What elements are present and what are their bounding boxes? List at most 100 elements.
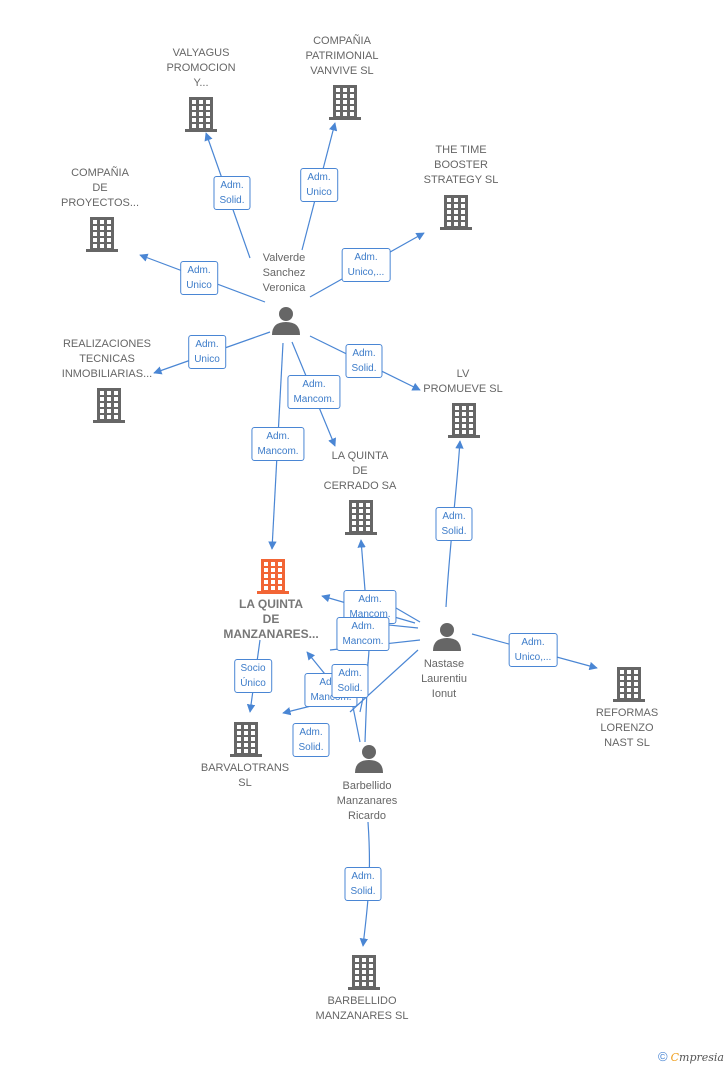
person-label-valverde-line: Valverde (262, 252, 306, 264)
edge-line-extra-4 (351, 701, 361, 743)
company-label-realizaciones-line: INMOBILIARIAS... (61, 368, 153, 380)
edge-role-label-e3-line: Unico,... (347, 267, 385, 278)
company-label-timebooster-line: BOOSTER (434, 159, 488, 171)
edge-role-label-e6-line: Adm. (352, 348, 376, 359)
edge-role-label-e17-line: Solid. (350, 886, 376, 897)
edge-role-label-e3: Adm. Unico,... (341, 248, 391, 282)
person-icon-nastase[interactable] (433, 623, 461, 651)
edge-role-label-e15: Adm.Solid. (331, 664, 369, 698)
company-building-icon-realizaciones[interactable] (93, 388, 125, 423)
company-label-lvpromueve[interactable]: LV PROMUEVE SL (423, 367, 502, 397)
edge-role-label-e2-line: Adm. (307, 172, 331, 183)
company-label-proyectos-line: COMPAÑIA (71, 167, 129, 179)
company-label-barbellidosl-line: BARBELLIDO (327, 995, 397, 1007)
edge-line-extra-3 (395, 607, 421, 623)
edge-role-label-e17: Adm.Solid. (344, 867, 382, 901)
edge-role-label-e12: Adm.Unico,... (508, 633, 558, 667)
company-label-realizaciones[interactable]: REALIZACIONES TECNICAS INMOBILIARIAS... (62, 337, 152, 382)
company-building-icon-cerrado[interactable] (345, 500, 377, 535)
company-label-cerrado-line: CERRADO SA (323, 480, 397, 492)
edge-role-label-e12-line: Adm. (521, 637, 545, 648)
edge-role-label-e5-line: Adm. (195, 339, 219, 350)
company-label-reformas-line: REFORMAS (595, 707, 659, 719)
company-building-icon-lvpromueve[interactable] (448, 403, 480, 438)
company-label-patrimonial-line: VANVIVE SL (310, 65, 374, 77)
company-label-barvalotrans[interactable]: BARVALOTRANS SL (201, 761, 289, 791)
person-label-nastase-line: Nastase (423, 658, 465, 670)
company-label-barvalotrans-line: BARVALOTRANS (200, 762, 290, 774)
company-label-valyagus[interactable]: VALYAGUS PROMOCION Y... (166, 46, 235, 91)
edge-role-label-e16: Adm.Solid. (292, 723, 330, 757)
company-label-timebooster-line: STRATEGY SL (423, 174, 499, 186)
person-label-valverde-line: Veronica (262, 282, 306, 294)
edge-role-label-e11: Adm.Mancom. (336, 617, 390, 651)
company-label-lvpromueve-line: LV (456, 368, 470, 380)
company-label-manzanares-line: DE (262, 612, 280, 626)
company-label-manzanares-line: LA QUINTA (239, 597, 303, 611)
company-label-proyectos[interactable]: COMPAÑIA DE PROYECTOS... (61, 166, 139, 211)
edge-role-label-e10-line: Mancom. (349, 609, 391, 620)
company-label-lvpromueve-line: PROMUEVE SL (423, 383, 503, 395)
company-building-icon-patrimonial[interactable] (329, 85, 361, 120)
company-label-barbellidosl-line: MANZANARES SL (315, 1010, 409, 1022)
edge-role-label-e15-line: Adm. (338, 668, 362, 679)
company-building-icon-manzanares[interactable] (257, 559, 289, 594)
edge-line-extra-0 (349, 649, 419, 713)
company-label-barvalotrans-line: SL (238, 777, 252, 789)
company-building-icon-timebooster[interactable] (440, 195, 472, 230)
company-label-proyectos-line: PROYECTOS... (60, 197, 140, 209)
edge-role-label-e1: Adm.Solid. (213, 176, 251, 210)
company-building-icon-reformas[interactable] (613, 667, 645, 702)
person-icon-valverde[interactable] (272, 307, 300, 335)
edge-role-label-e7: Adm.Mancom. (287, 375, 341, 409)
edge-role-label-e11-line: Adm. (351, 621, 375, 632)
company-label-cerrado-line: DE (352, 465, 368, 477)
copyright-icon: © (657, 1049, 668, 1064)
edge-role-label-e9: Adm.Solid. (435, 507, 473, 541)
edge-role-label-e5: Adm. Unico (188, 335, 226, 369)
company-label-reformas-line: LORENZO (600, 722, 654, 734)
edge-role-label-e13-line: Socio (240, 663, 266, 674)
edge-role-label-e1-line: Solid. (219, 195, 245, 206)
edge-role-label-e8: Adm.Mancom. (251, 427, 305, 461)
edge-role-label-e2-line: Unico (306, 187, 332, 198)
edge-role-label-e10-line: Adm. (358, 594, 382, 605)
edge-role-label-e6-line: Solid. (351, 363, 377, 374)
company-label-valyagus-line: PROMOCION (166, 62, 236, 74)
edge-role-label-e9-line: Adm. (442, 511, 466, 522)
edge-role-label-e4-line: Adm. (187, 265, 211, 276)
edge-role-label-e6: Adm. Solid. (345, 344, 383, 378)
edge-role-label-e7-line: Mancom. (293, 394, 335, 405)
company-label-barbellidosl[interactable]: BARBELLIDO MANZANARES SL (316, 994, 409, 1024)
company-label-realizaciones-line: TECNICAS (79, 353, 135, 365)
company-label-proyectos-line: DE (92, 182, 108, 194)
company-label-realizaciones-line: REALIZACIONES (62, 338, 152, 350)
company-building-icon-barbellidosl[interactable] (348, 955, 380, 990)
edge-role-label-e3-line: Adm. (354, 252, 378, 263)
company-building-icon-proyectos[interactable] (86, 217, 118, 252)
person-label-nastase-line: Laurentiu (421, 673, 467, 685)
company-building-icon-valyagus[interactable] (185, 97, 217, 132)
edge-role-label-e5-line: Unico (194, 354, 220, 365)
edge-role-label-e4-line: Unico (186, 280, 212, 291)
edge-role-label-e13-line: Único (240, 678, 266, 689)
company-label-patrimonial-line: COMPAÑIA (313, 35, 371, 47)
person-icon-barbellido[interactable] (355, 745, 383, 773)
edge-role-label-e4: Adm. Unico (180, 261, 218, 295)
company-label-valyagus-line: Y... (193, 77, 209, 89)
person-label-nastase-line: Ionut (431, 688, 457, 700)
company-building-icon-barvalotrans[interactable] (230, 722, 262, 757)
footer-brand[interactable]: © Cmpresia (658, 1049, 724, 1064)
person-label-barbellido-line: Manzanares (336, 795, 398, 807)
company-label-valyagus-line: VALYAGUS (172, 47, 230, 59)
